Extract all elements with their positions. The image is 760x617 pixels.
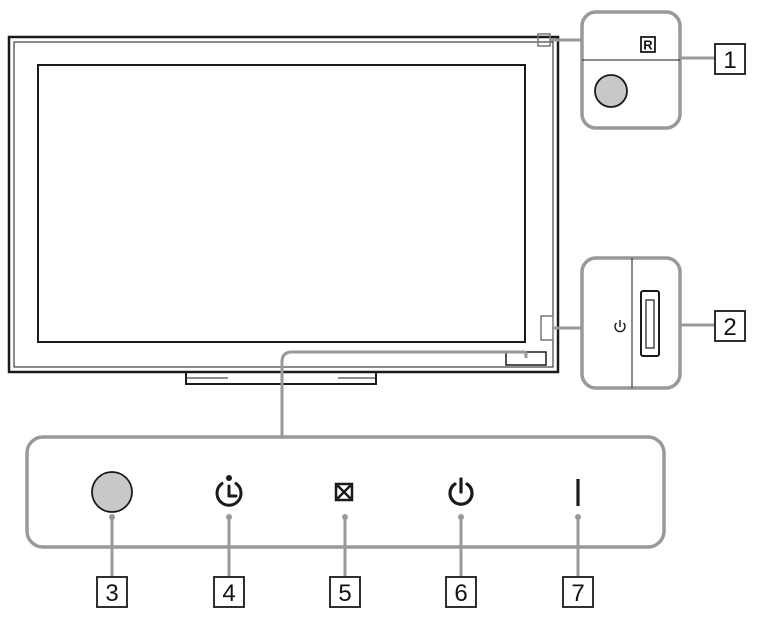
indicator-picture-off-led: 5 bbox=[329, 482, 361, 608]
remote-sensor-detail-frame bbox=[580, 10, 682, 130]
callout-7-label: 7 bbox=[571, 580, 584, 607]
tv-outer-bezel bbox=[7, 35, 560, 374]
callout-3-box bbox=[96, 576, 128, 608]
callout-6-label: 6 bbox=[454, 580, 467, 607]
callout-6-dot bbox=[458, 514, 464, 520]
power-switch-marker bbox=[540, 315, 554, 341]
remote-control-sensor-icon bbox=[594, 74, 628, 108]
callout-6-box bbox=[445, 576, 477, 608]
callout-4-dot bbox=[226, 514, 232, 520]
indicator-illumination-led: 7 bbox=[562, 479, 594, 608]
callout-2-box bbox=[714, 310, 746, 342]
remote-sensor-mark-box bbox=[640, 36, 656, 53]
callout-power-switch: 2 bbox=[540, 256, 746, 390]
tv-unit bbox=[7, 35, 560, 385]
indicator-panel-leader bbox=[280, 350, 528, 437]
timer-clock-icon bbox=[215, 475, 243, 507]
callout-1-box bbox=[714, 43, 746, 75]
light-sensor-icon bbox=[91, 471, 133, 513]
tv-inner-bezel bbox=[13, 41, 554, 368]
callout-1-label: 1 bbox=[723, 47, 736, 74]
power-switch-icon bbox=[640, 290, 660, 357]
indicator-light-sensor: 3 bbox=[91, 471, 133, 608]
callout-3-dot bbox=[109, 514, 115, 520]
callout-7-box bbox=[562, 576, 594, 608]
side-power-symbol bbox=[614, 320, 626, 333]
callout-4-box bbox=[213, 576, 245, 608]
power-switch-detail-frame bbox=[580, 256, 682, 390]
indicator-timer-led: 4 bbox=[213, 475, 245, 608]
callout-7-dot bbox=[575, 514, 581, 520]
callout-4-label: 4 bbox=[222, 580, 235, 607]
callout-5-box bbox=[329, 576, 361, 608]
callout-remote-sensor: R 1 bbox=[537, 10, 746, 130]
callout-5-dot bbox=[342, 514, 348, 520]
callout-2-label: 2 bbox=[723, 314, 736, 341]
remote-sensor-mark: R bbox=[643, 38, 653, 53]
tv-screen bbox=[37, 64, 526, 343]
callout-5-label: 5 bbox=[338, 580, 351, 607]
indicator-power-standby-led: 6 bbox=[445, 477, 477, 608]
picture-off-icon bbox=[334, 482, 354, 502]
power-standby-icon bbox=[448, 477, 474, 506]
callout-3-label: 3 bbox=[105, 580, 118, 607]
